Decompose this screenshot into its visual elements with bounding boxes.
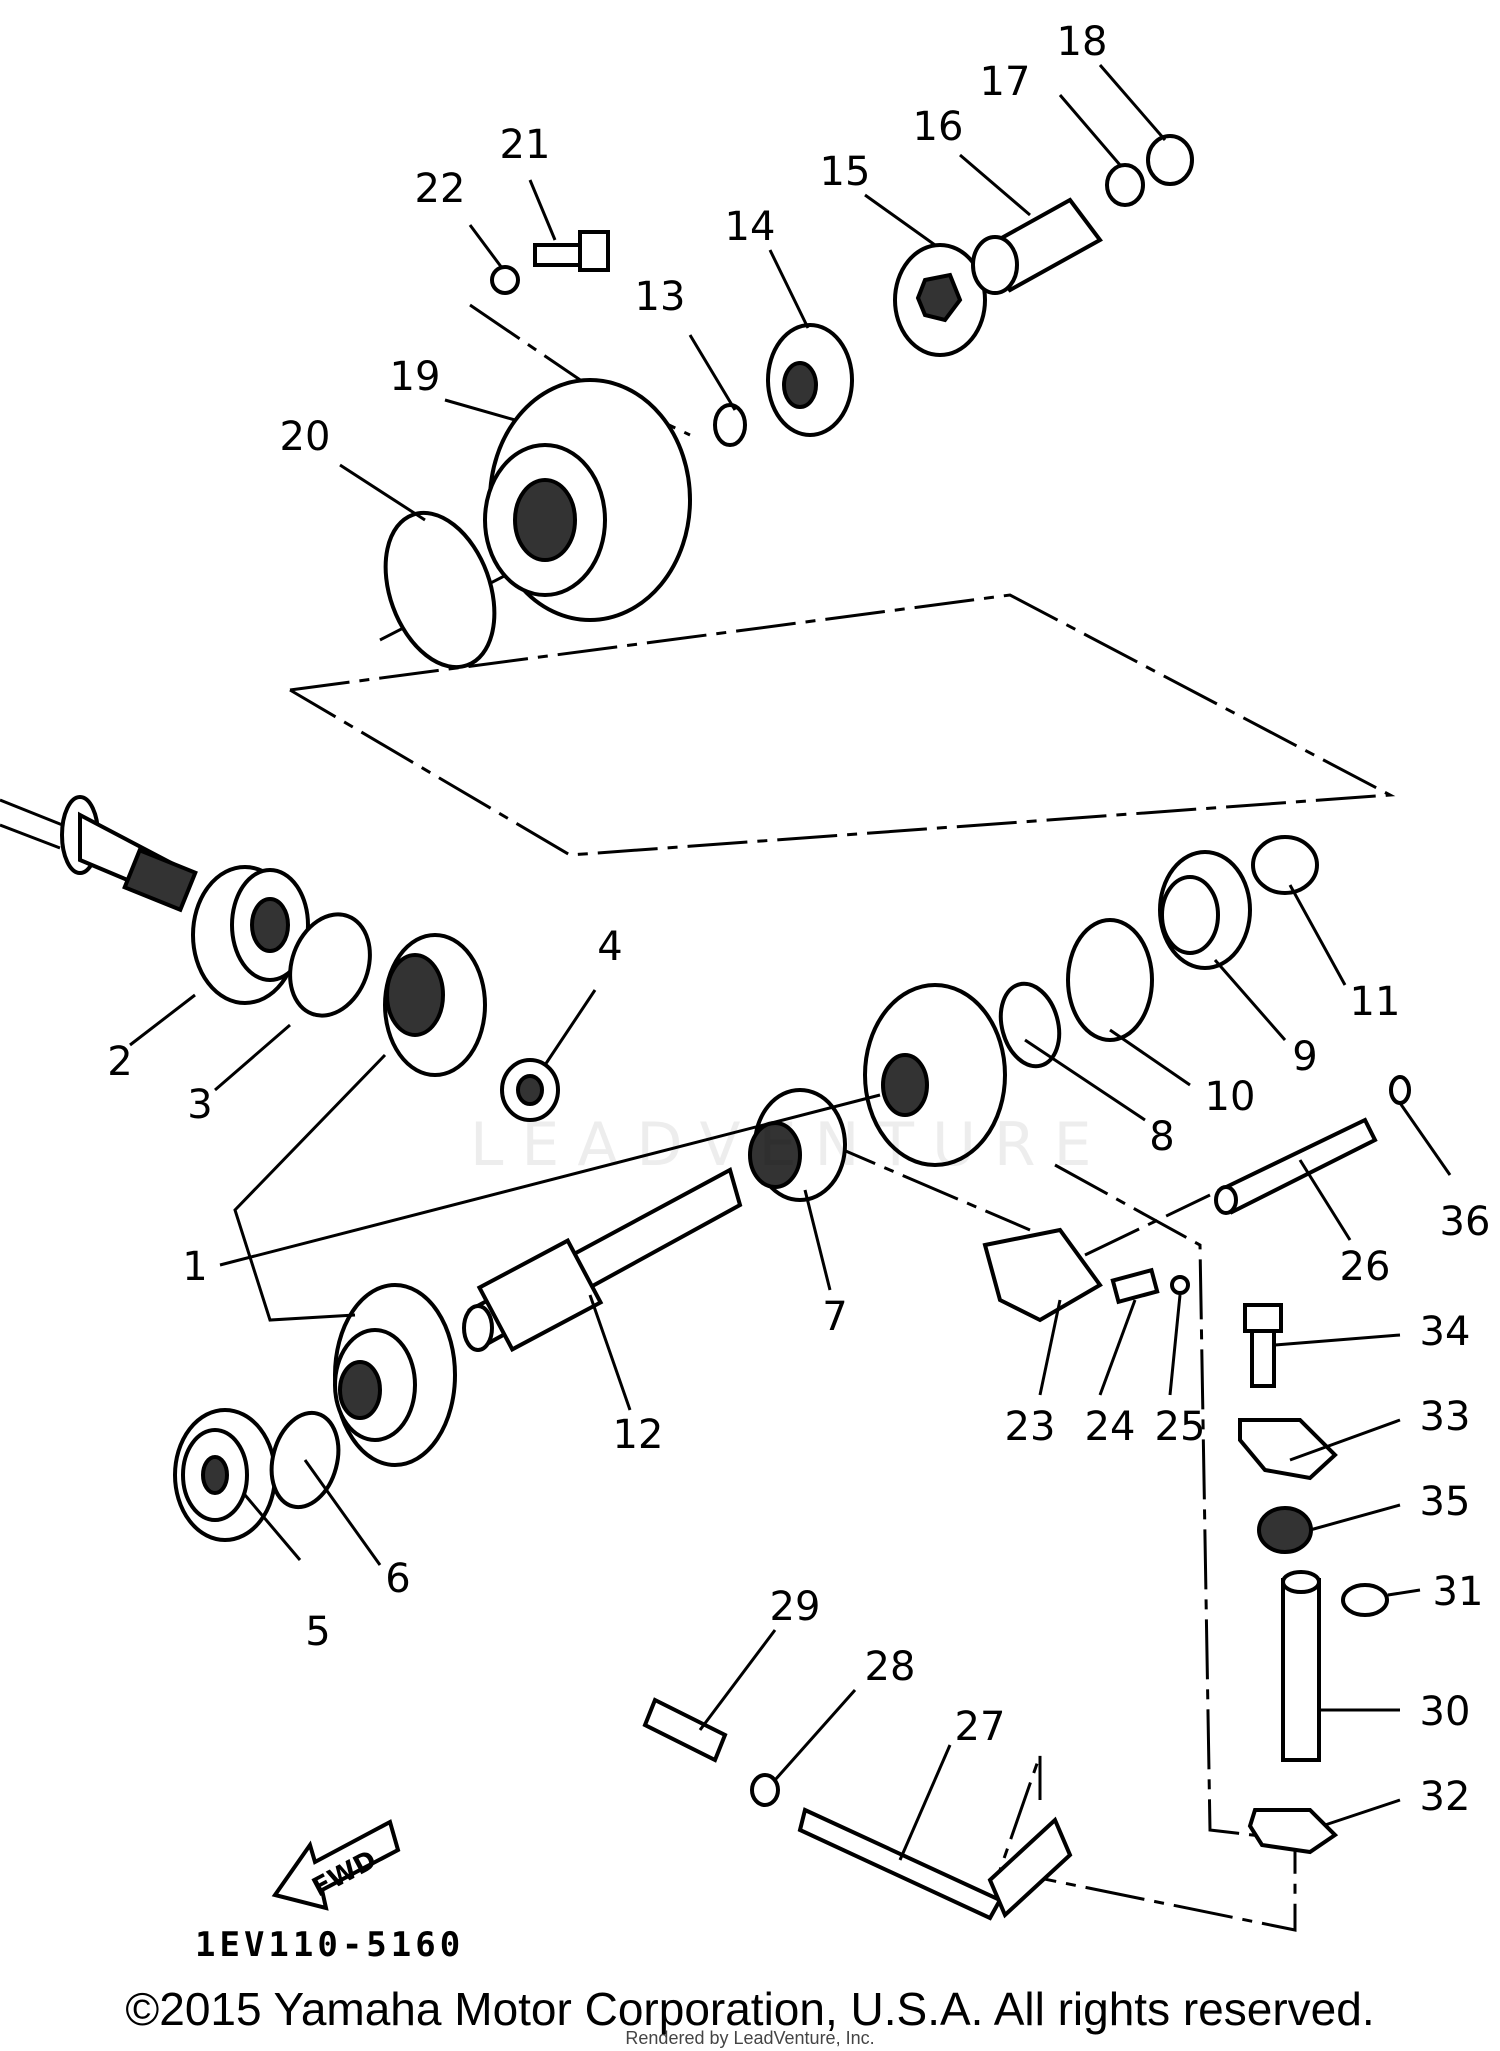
rendered-by-notice: Rendered by LeadVenture, Inc. — [625, 2028, 875, 2048]
part-36-o-ring — [1389, 1075, 1411, 1105]
callout-2: 2 — [107, 1039, 132, 1085]
part-7-sleeve — [748, 1088, 847, 1202]
callout-34: 34 — [1420, 1309, 1471, 1355]
part-16-yoke — [971, 197, 1103, 295]
callout-24: 24 — [1085, 1404, 1136, 1450]
callout-labels: 1 2 3 4 5 6 7 8 9 10 11 12 13 14 15 16 1… — [107, 19, 1490, 1820]
callout-6: 6 — [385, 1556, 410, 1602]
part-10-seal — [1066, 918, 1154, 1042]
part-24-spring — [1110, 1267, 1160, 1305]
part-9-bearing — [1158, 850, 1252, 970]
callout-20: 20 — [280, 414, 331, 460]
diagram-code: 1EV110-5160 — [195, 1925, 465, 1965]
part-17-washer — [1105, 163, 1145, 207]
part-13-washer — [713, 403, 747, 447]
callout-28: 28 — [865, 1644, 916, 1690]
part-31-clip — [1341, 1583, 1389, 1617]
callout-5: 5 — [305, 1609, 330, 1655]
callout-11: 11 — [1350, 979, 1401, 1025]
part-8-gear — [863, 983, 1007, 1167]
bevel-gear-upper — [383, 933, 487, 1077]
callout-35: 35 — [1420, 1479, 1471, 1525]
part-14-bearing — [766, 323, 854, 437]
guide-line-7 — [819, 1138, 1031, 1232]
part-11-lock-nut — [1251, 835, 1319, 895]
part-4-nut — [500, 1058, 560, 1122]
callout-16: 16 — [913, 104, 964, 150]
part-1-gear — [333, 1283, 457, 1467]
fwd-arrow-icon: FWD — [271, 1819, 401, 1911]
part-15-seal — [893, 243, 987, 357]
callout-4: 4 — [597, 924, 622, 970]
part-29-spring — [642, 1697, 728, 1763]
callout-15: 15 — [820, 149, 871, 195]
callout-30: 30 — [1420, 1689, 1471, 1735]
part-32-arm — [1247, 1808, 1339, 1855]
part-12-shaft — [462, 1167, 743, 1353]
assembly-outline-lower — [998, 1163, 1297, 1932]
callout-3: 3 — [187, 1082, 212, 1128]
callout-14: 14 — [725, 204, 776, 250]
part-3-ring — [288, 912, 372, 1018]
callout-27: 27 — [955, 1704, 1006, 1750]
callout-26: 26 — [1340, 1244, 1391, 1290]
watermark-logo: LEADVENTURE — [470, 1110, 1110, 1180]
part-2-bearing — [191, 865, 310, 1005]
part-33-bracket — [1238, 1418, 1338, 1481]
callout-33: 33 — [1420, 1394, 1471, 1440]
callout-23: 23 — [1005, 1404, 1056, 1450]
part-5-bearing — [173, 1408, 277, 1542]
callout-22: 22 — [415, 166, 466, 212]
part-19-housing — [483, 378, 692, 622]
callout-32: 32 — [1420, 1774, 1471, 1820]
copyright-notice: ©2015 Yamaha Motor Corporation, U.S.A. A… — [125, 1983, 1375, 2035]
assembly-outline-upper — [289, 593, 1396, 857]
callout-21: 21 — [500, 122, 551, 168]
callout-17: 17 — [980, 59, 1031, 105]
part-18-nut — [1146, 134, 1194, 186]
part-28-washer — [750, 1773, 780, 1807]
shaft-assembly — [0, 795, 198, 913]
part-23-shift-fork — [982, 1227, 1103, 1323]
callout-12: 12 — [613, 1412, 664, 1458]
part-35-nut — [1257, 1506, 1313, 1554]
part-34-bolt — [1243, 1303, 1283, 1388]
part-20-o-ring — [383, 510, 497, 670]
part-27-shift-shaft — [797, 1807, 1073, 1921]
part-30-shaft — [1281, 1570, 1321, 1762]
callout-19: 19 — [390, 354, 441, 400]
callout-31: 31 — [1433, 1569, 1484, 1615]
part-8-ring — [998, 981, 1062, 1069]
callout-7: 7 — [822, 1294, 847, 1340]
callout-8: 8 — [1149, 1114, 1174, 1160]
callout-9: 9 — [1292, 1034, 1317, 1080]
callout-13: 13 — [635, 274, 686, 320]
callout-25: 25 — [1155, 1404, 1206, 1450]
guide-line-26 — [1084, 1193, 1211, 1257]
leader-lines — [129, 64, 1452, 1861]
callout-29: 29 — [770, 1584, 821, 1630]
part-21-bolt — [533, 230, 610, 272]
part-25-ball — [1170, 1275, 1190, 1295]
callout-18: 18 — [1057, 19, 1108, 65]
part-26-shaft — [1214, 1117, 1378, 1215]
callout-1: 1 — [182, 1244, 207, 1290]
part-22-washer — [490, 265, 520, 295]
callout-36: 36 — [1440, 1199, 1491, 1245]
callout-10: 10 — [1205, 1074, 1256, 1120]
